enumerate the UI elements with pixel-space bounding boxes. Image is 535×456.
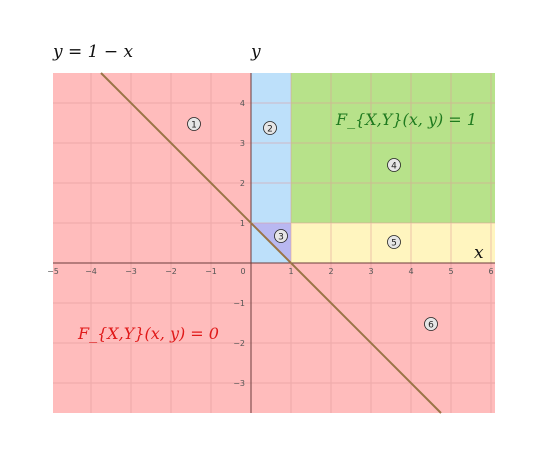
region-marker-6: 6 [424,317,438,331]
region-marker-4: 4 [387,158,401,172]
y-axis-label: y [250,42,261,62]
region-marker-2: 2 [263,121,277,135]
x-tick-label: −5 [47,267,59,276]
y-tick-label: 4 [240,99,245,108]
region-2 [251,73,291,223]
x-tick-label: −4 [85,267,97,276]
x-axis-label: x [474,243,484,263]
region-4 [291,73,495,223]
y-tick-label: 1 [240,219,245,228]
region-marker-3: 3 [274,229,288,243]
region-marker-5: 5 [387,235,401,249]
svg-text:4: 4 [391,162,397,172]
x-tick-label: −1 [205,267,217,276]
y-tick-label: −1 [233,299,245,308]
y-tick-label: 2 [240,179,245,188]
y-tick-label: −2 [233,339,245,348]
y-tick-labels: 4 3 2 1 −1 −2 −3 [233,99,245,388]
x-tick-label: −3 [125,267,137,276]
x-tick-label: 5 [448,267,453,276]
region-marker-1: 1 [187,117,201,131]
y-tick-label: 3 [240,139,245,148]
x-tick-label: 3 [368,267,373,276]
x-tick-label: 4 [408,267,413,276]
x-tick-label: 1 [288,267,293,276]
svg-text:2: 2 [267,125,273,135]
svg-text:5: 5 [391,239,397,249]
y-tick-label: −3 [233,379,245,388]
svg-text:6: 6 [428,321,434,331]
x-tick-label: 6 [488,267,493,276]
x-tick-labels: −5 −4 −3 −2 −1 0 1 2 3 4 5 6 [47,267,493,276]
svg-text:1: 1 [191,121,197,131]
line-equation-label: y = 1 − x [52,42,134,62]
line-y-equals-1-minus-x [100,72,442,414]
x-tick-label: 0 [240,267,245,276]
x-tick-label: −2 [165,267,177,276]
x-tick-label: 2 [328,267,333,276]
svg-text:3: 3 [278,233,284,243]
grid [53,73,495,413]
f-equals-one-label: F_{X,Y}(x, y) = 1 [335,110,477,129]
f-equals-zero-label: F_{X,Y}(x, y) = 0 [77,324,219,343]
